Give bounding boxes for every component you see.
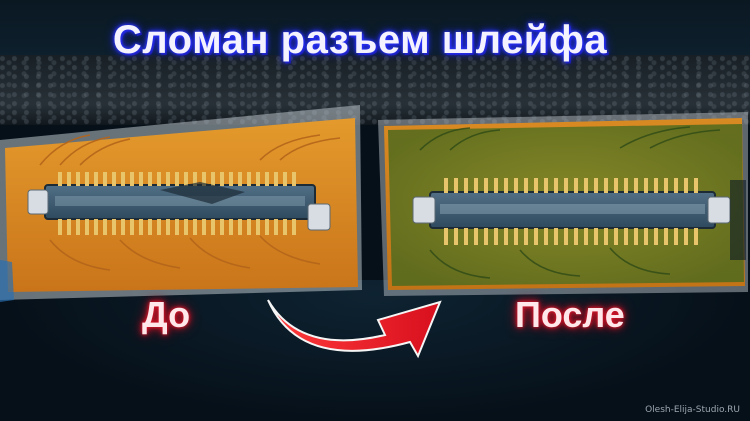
label-after: После: [515, 294, 625, 335]
pins-top-left: [58, 172, 296, 186]
page-title: Сломан разъем шлейфа: [112, 18, 608, 62]
pins-bottom-right: [444, 228, 698, 245]
label-before: До: [142, 294, 191, 335]
before-photo: [0, 105, 362, 302]
pins-bottom-left: [58, 219, 296, 235]
pins-top-right: [444, 178, 698, 193]
after-photo: [378, 112, 748, 296]
background-surface: [0, 55, 750, 125]
curved-arrow-icon: [267, 299, 442, 359]
background-bottom: [0, 280, 750, 421]
watermark: Olesh-Elija-Studio.RU: [645, 405, 740, 415]
